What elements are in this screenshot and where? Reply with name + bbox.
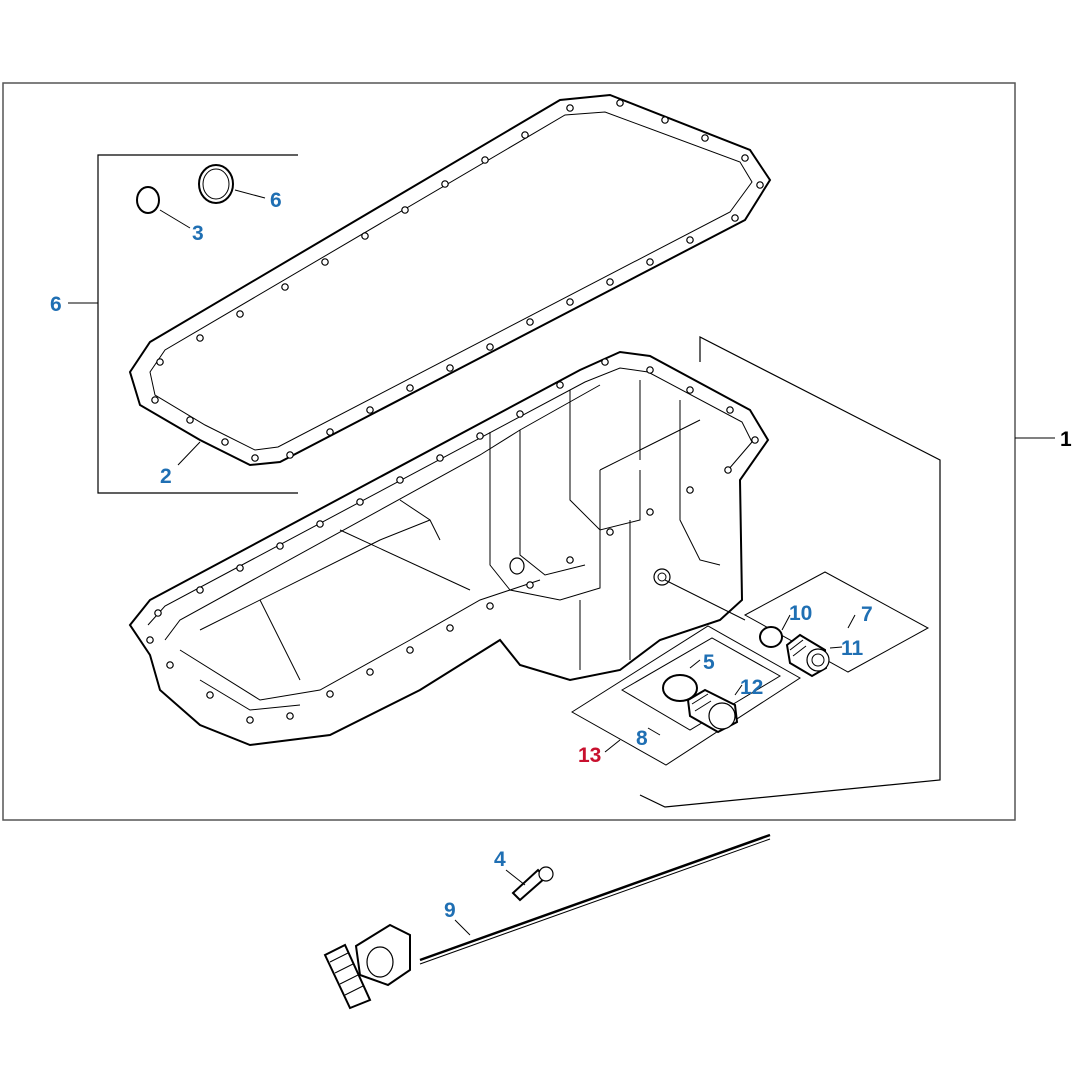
callout-6-ring: 6 — [270, 189, 282, 212]
callout-2: 2 — [160, 465, 172, 488]
bolt-4 — [511, 866, 554, 902]
o-ring-large — [198, 164, 234, 204]
callout-13: 13 — [578, 744, 601, 767]
o-ring-small — [136, 186, 160, 214]
drain-plug-11 — [785, 633, 830, 678]
kit-13-bracket — [571, 625, 801, 766]
oil-pan — [128, 350, 770, 747]
kit-8-bracket — [621, 637, 781, 731]
dipstick-9 — [323, 833, 771, 1010]
assembly-frame — [2, 82, 1016, 821]
callout-9: 9 — [444, 899, 456, 922]
callout-8: 8 — [636, 727, 648, 750]
callout-6-bracket: 6 — [50, 293, 62, 316]
drain-plug-12 — [686, 688, 739, 734]
callout-3: 3 — [192, 222, 204, 245]
gasket-kit-bracket — [97, 154, 298, 494]
callout-1: 1 — [1060, 428, 1072, 451]
callout-7: 7 — [861, 603, 873, 626]
callout-10: 10 — [789, 602, 812, 625]
callout-4: 4 — [494, 848, 506, 871]
seal-ring-5 — [662, 674, 698, 702]
callout-12: 12 — [740, 676, 763, 699]
seal-ring-10 — [759, 626, 783, 648]
pan-kit-bracket — [639, 336, 941, 808]
callout-11: 11 — [841, 637, 864, 660]
callout-5: 5 — [703, 651, 715, 674]
oil-pan-gasket — [128, 93, 772, 467]
kit-7-bracket — [743, 571, 930, 673]
leader-lines — [68, 189, 1055, 936]
